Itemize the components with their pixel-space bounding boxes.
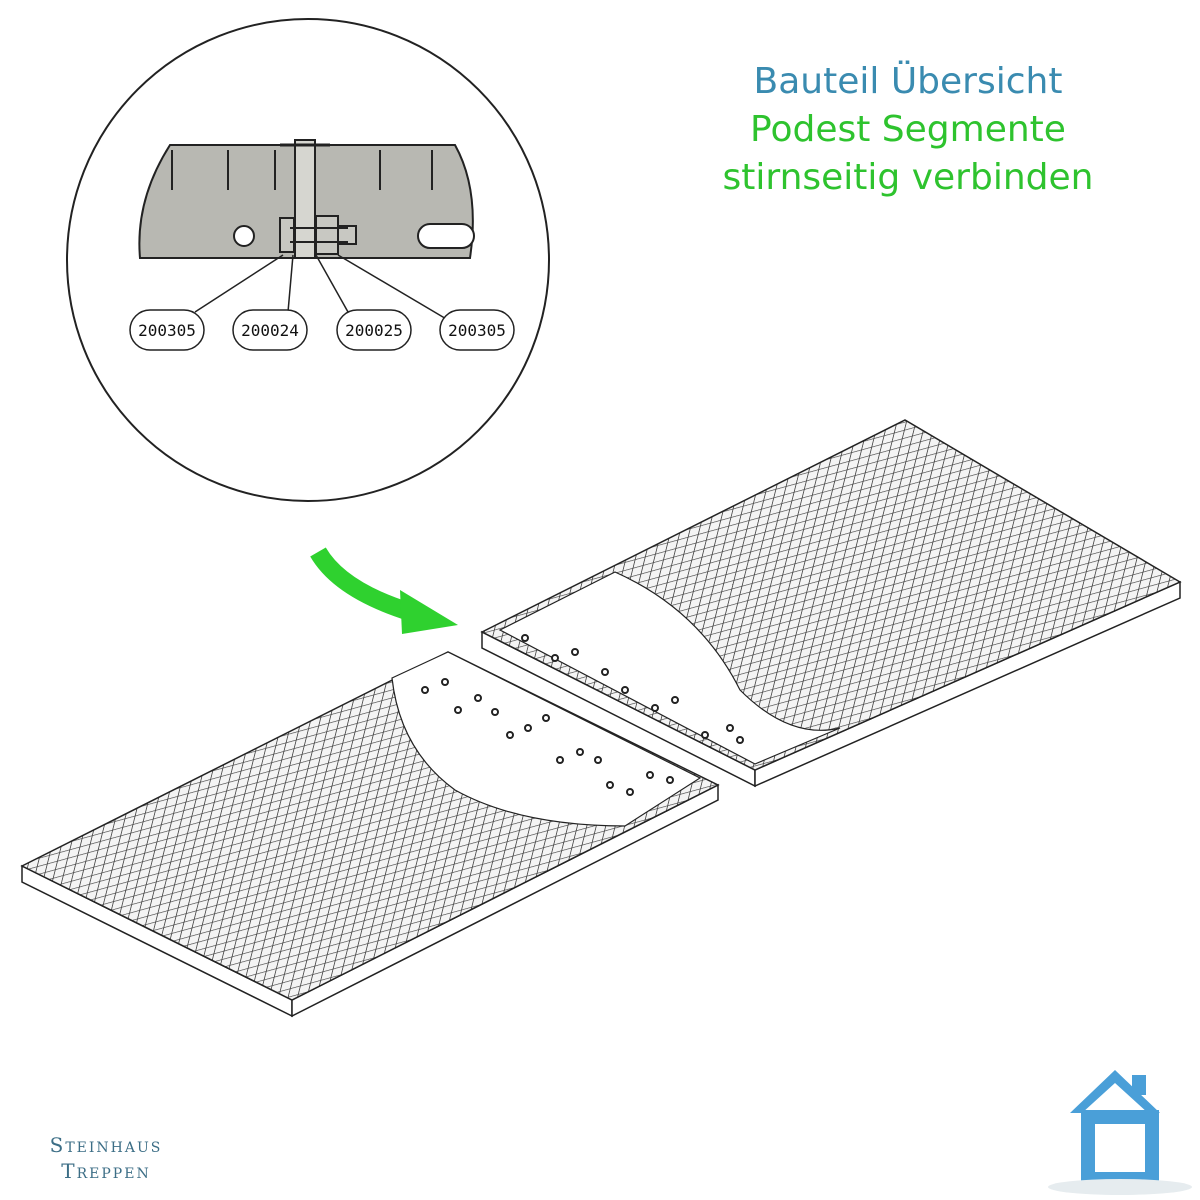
part-label-2: 200024 [241, 321, 299, 340]
left-landing-segment [20, 651, 720, 1018]
brand-text: Steinhaus Treppen [26, 1132, 186, 1184]
bolt-assembly [279, 215, 357, 255]
brand-line-1: Steinhaus [49, 1133, 163, 1157]
detail-circle [66, 18, 550, 502]
title-line-3: stirnseitig verbinden [722, 157, 1094, 198]
round-hole [233, 225, 255, 247]
part-label-4: 200305 [448, 321, 506, 340]
detail-view: 200305 200024 200025 200305 [66, 18, 550, 502]
brand-line-2: Treppen [61, 1159, 151, 1183]
bolts-left [421, 678, 674, 796]
title-line-1: Bauteil Übersicht [753, 61, 1063, 102]
title-block: Bauteil Übersicht Podest Segmente stirns… [648, 58, 1168, 202]
house-icon [1048, 1070, 1192, 1195]
center-flange [294, 139, 316, 259]
part-labels: 200305 200024 200025 200305 [129, 309, 515, 351]
slot-hole [417, 223, 475, 249]
leader-lines [194, 254, 449, 321]
right-landing-segment [480, 419, 1182, 788]
bolts-right [521, 634, 744, 744]
curved-arrow-icon [310, 547, 458, 634]
part-label-3: 200025 [345, 321, 403, 340]
part-label-1: 200305 [138, 321, 196, 340]
grating-bars [171, 150, 433, 190]
title-line-2: Podest Segmente [750, 109, 1066, 150]
